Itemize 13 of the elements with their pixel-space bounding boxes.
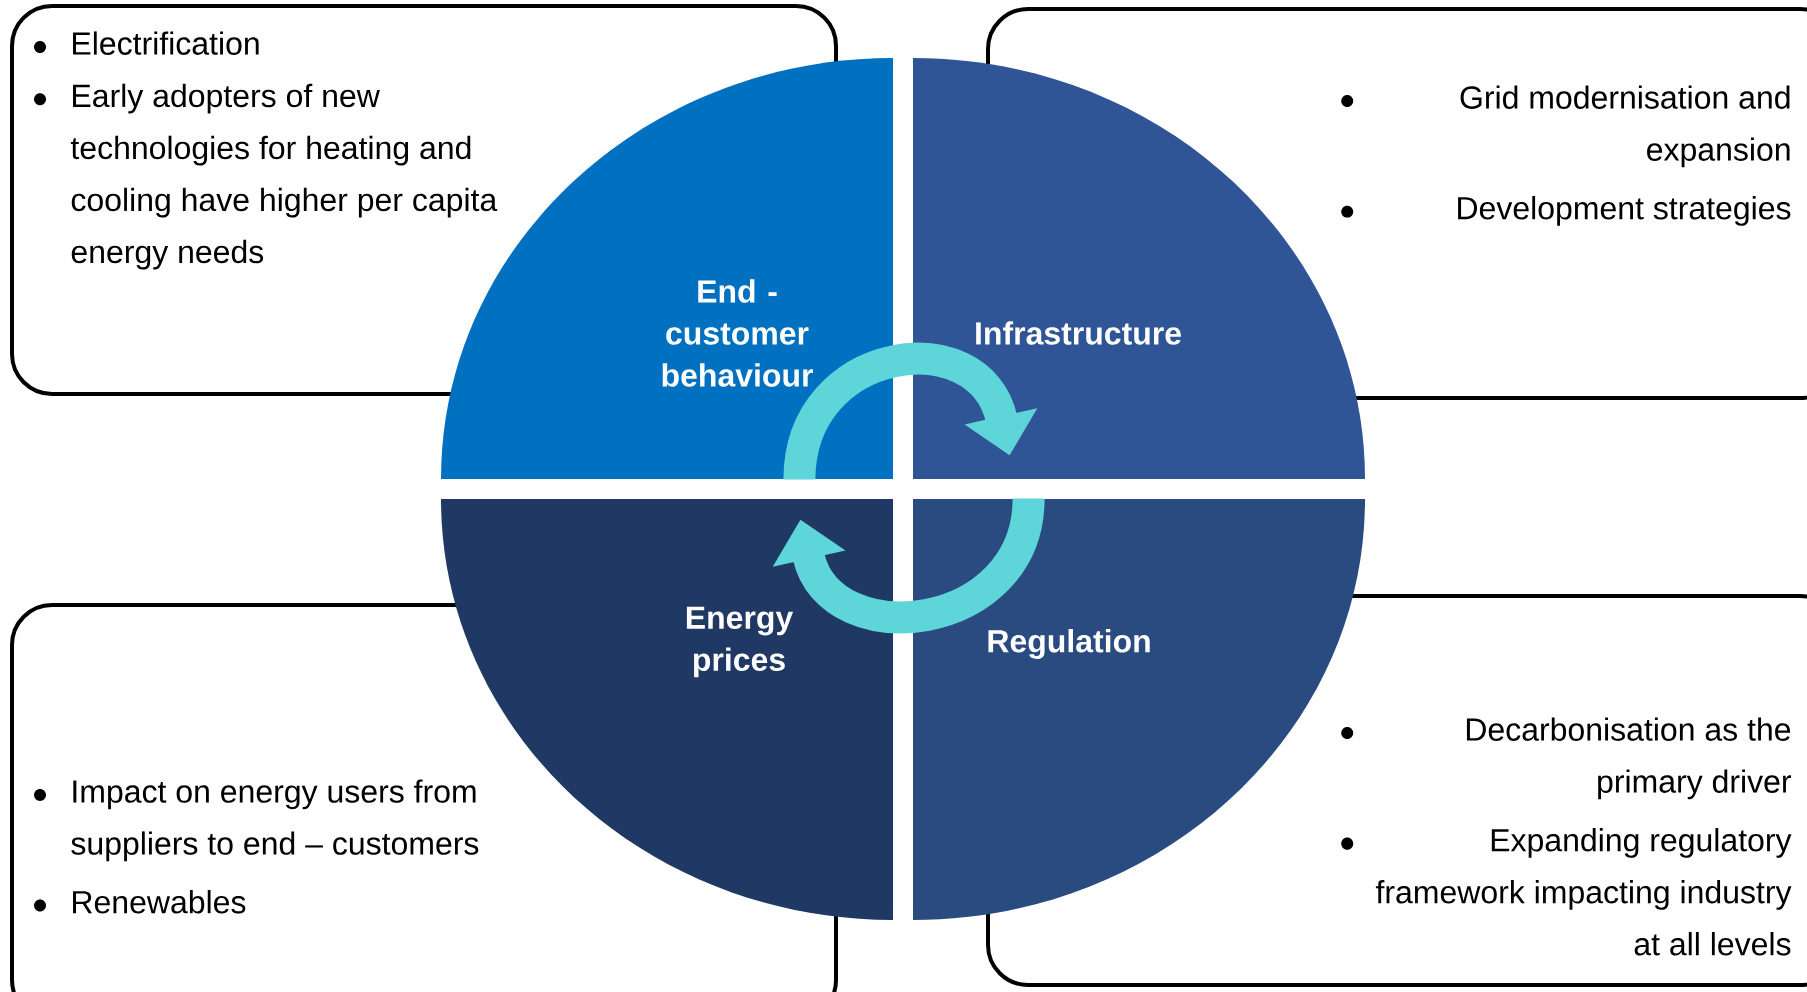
quadrant-label: Energy prices [686,606,794,678]
quadrant-label: Infrastructure [976,321,1181,345]
bullet-text: Grid modernisation and expansion [1460,85,1790,168]
bullet-text: Expanding regulatory framework impacting industry at all levels [1375,828,1792,956]
bullet-text: Renewables [73,890,246,914]
bullet-text: Development strategies [1458,196,1791,226]
bullet-text: Decarbonisation as the primary driver [1466,717,1792,800]
cycle-arrow [772,496,1045,634]
bullet-text: Electrification [73,31,259,55]
bullet-text: Early adopters of new technologies for heating and cooling have higher per capita energy needs [70,83,498,270]
quadrant-label: Regulation [988,629,1150,659]
quadrant-label: End - customer behaviour [662,279,813,387]
bullet-text: Impact on energy users from suppliers to end – customers [71,779,479,862]
